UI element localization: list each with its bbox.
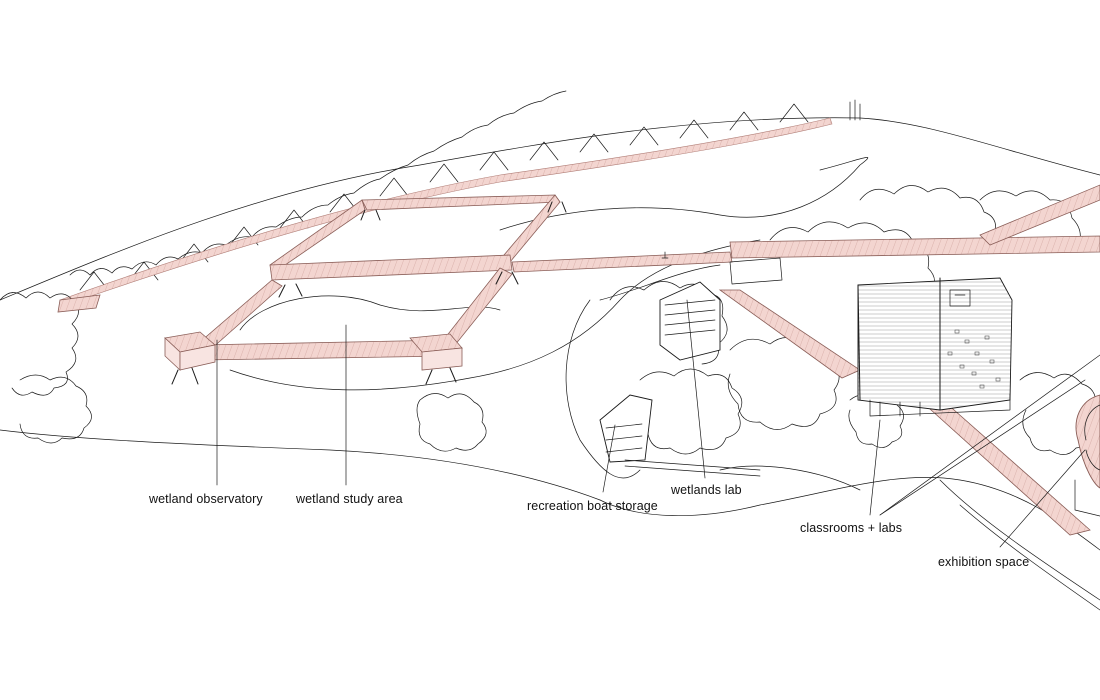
building-complex [599,257,1100,517]
terrain-contours [0,117,1100,611]
label-wetland-observatory: wetland observatory [148,492,263,506]
annotation-leaders [216,299,1100,548]
label-wetlands-lab: wetlands lab [670,483,742,497]
wetland-boardwalk-loop [164,194,567,385]
label-classrooms-labs: classrooms + labs [800,521,902,535]
label-wetland-study-area: wetland study area [295,492,403,506]
label-recreation-boat-storage: recreation boat storage [527,499,658,513]
label-exhibition-space: exhibition space [938,555,1029,569]
tree-line-north [59,90,861,307]
annotation-labels: wetland observatory wetland study area r… [148,483,1029,569]
